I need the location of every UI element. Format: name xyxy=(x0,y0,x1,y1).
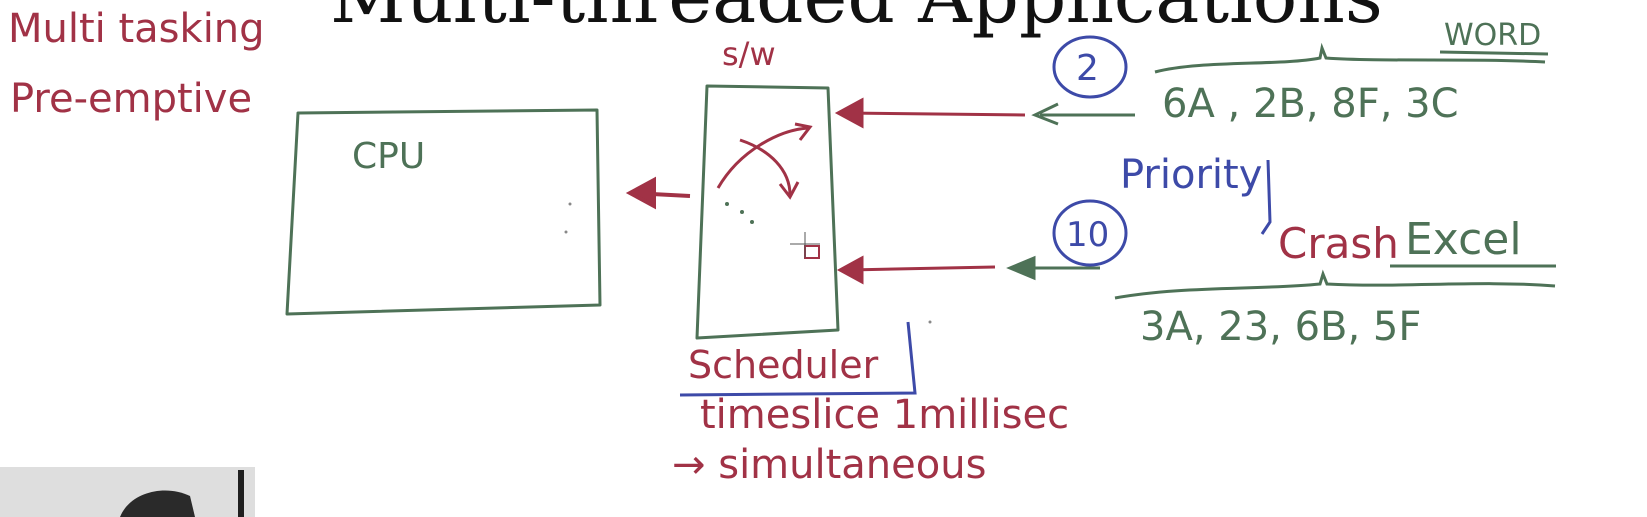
priority-label: Priority xyxy=(1120,152,1262,198)
note-preemptive: Pre-emptive xyxy=(10,76,252,122)
stray-dot xyxy=(928,320,932,324)
excel-brace xyxy=(1114,269,1556,300)
scheduler-label: Scheduler xyxy=(688,343,879,387)
excel-label: Excel xyxy=(1405,214,1522,265)
page-title: Multi-threaded Applications xyxy=(330,0,1383,40)
excel-priority-circle xyxy=(1052,199,1128,267)
scheduler-underline xyxy=(679,321,917,397)
word-label: WORD xyxy=(1444,18,1541,53)
scheduler-dots xyxy=(725,202,754,224)
word-priority-value: 2 xyxy=(1076,48,1099,89)
word-priority-circle xyxy=(1052,35,1128,99)
note-multitasking: Multi tasking xyxy=(8,6,265,52)
excel-priority-value: 10 xyxy=(1066,215,1109,255)
presenter-video-thumbnail xyxy=(0,467,255,517)
sw-label: s/w xyxy=(722,35,776,73)
excel-to-scheduler-arrow xyxy=(836,255,1100,285)
priority-pointer xyxy=(1260,159,1272,235)
crash-label: Crash xyxy=(1278,219,1399,268)
cursor-marker xyxy=(804,245,820,259)
word-brace xyxy=(1154,42,1546,74)
timeslice-note: timeslice 1millisec xyxy=(700,392,1069,438)
scheduler-to-cpu-arrow xyxy=(625,176,691,210)
scheduler-box xyxy=(695,84,840,340)
cpu-box xyxy=(285,108,602,316)
excel-addresses: 3A, 23, 6B, 5F xyxy=(1140,304,1421,350)
word-addresses: 6A , 2B, 8F, 3C xyxy=(1162,81,1459,127)
context-switch-icon xyxy=(716,122,813,200)
simultaneous-note: → simultaneous xyxy=(672,442,986,488)
word-to-scheduler-arrow xyxy=(834,97,1135,129)
stray-dot xyxy=(568,202,572,206)
stray-dot xyxy=(564,230,568,234)
word-underline xyxy=(1439,50,1549,56)
cpu-label: CPU xyxy=(352,136,425,177)
